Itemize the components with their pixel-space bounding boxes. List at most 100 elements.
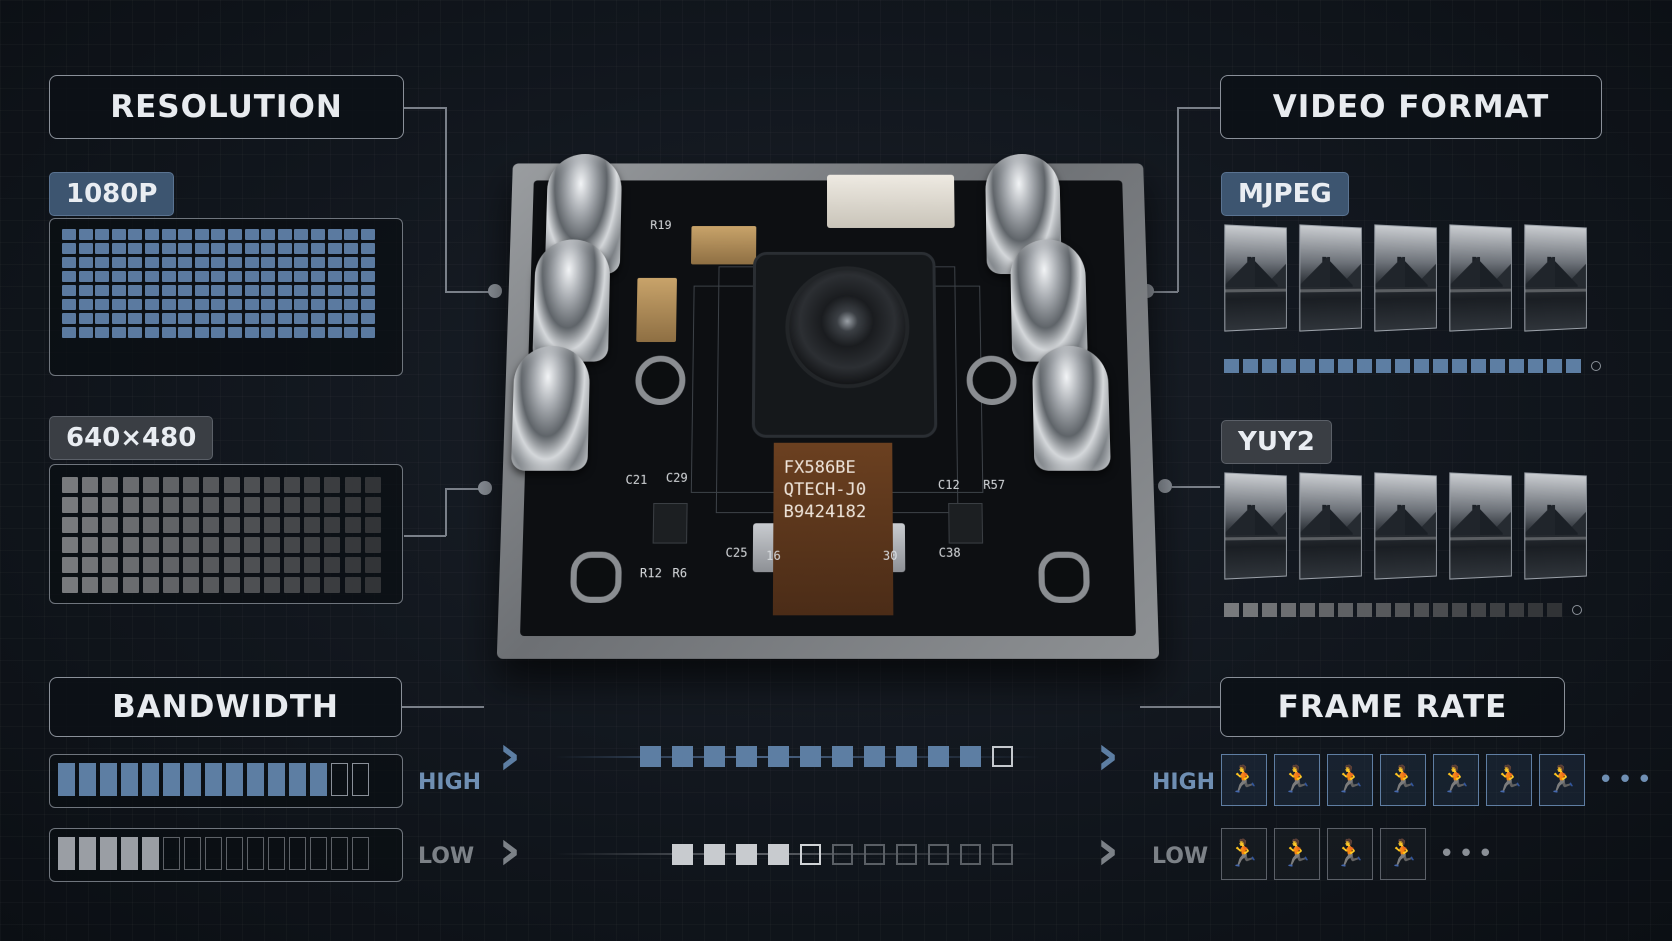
yuy2-tag: YUY2 [1221,420,1332,464]
pixel [79,257,93,268]
ir-led [532,239,610,361]
pixel [361,313,375,324]
stream-cell [1243,359,1258,373]
pixel [79,327,93,338]
silk-label: C38 [939,546,961,560]
silk-label: C21 [625,473,647,487]
bandwidth-cell-empty [268,837,285,870]
pixel [278,243,292,254]
stream-cell [1414,603,1429,617]
pixel [203,577,219,593]
stream-cell [1547,603,1562,617]
stream-cell [1338,359,1353,373]
bandwidth-cell-filled [163,763,180,796]
pixel [162,285,176,296]
stream-cell [1547,359,1562,373]
pixel [203,557,219,573]
pixel [112,299,126,310]
pixel [328,299,342,310]
running-figure-icon: 🏃 [1433,754,1479,806]
pixel [284,517,300,533]
pixel [128,271,142,282]
pixel [261,285,275,296]
mjpeg-frame [1374,224,1437,331]
pixel [261,243,275,254]
pixel [294,327,308,338]
running-figure-icon: 🏃 [1274,828,1320,880]
bandwidth-cell-filled [121,837,138,870]
pixel [143,557,159,573]
pixel [284,577,300,593]
pixel [112,271,126,282]
pixel [278,285,292,296]
running-figure-icon: 🏃 [1380,828,1426,880]
pixel [145,285,159,296]
pixel [211,285,225,296]
bandwidth-cell-filled [100,837,117,870]
pixel [284,497,300,513]
resolution-low-connector-v [445,488,447,536]
pixel [245,327,259,338]
pixel [294,257,308,268]
bandwidth-cell-empty [331,763,348,796]
pixel [328,243,342,254]
pixel [162,257,176,268]
stream-cell [1300,603,1315,617]
pixel [79,313,93,324]
stream-cell [1319,603,1334,617]
pixel [245,299,259,310]
pixel [345,557,361,573]
stream-cell [1509,359,1524,373]
stream-end-ring [1572,605,1582,615]
stream-cell [1262,359,1277,373]
yuy2-frames [1224,474,1589,578]
stream-cell [1243,603,1258,617]
pixel [344,229,358,240]
pixel [123,477,139,493]
pixel [211,243,225,254]
yuy2-frame [1374,472,1437,579]
stream-cell [1452,603,1467,617]
bandwidth-low-bar [49,828,403,882]
pixel [311,285,325,296]
pixel [195,299,209,310]
mounting-hole [966,356,1017,405]
pixel [79,243,93,254]
pixel [143,497,159,513]
pixel [324,517,340,533]
pixel [163,477,179,493]
stream-cell [896,746,917,767]
pixel [211,257,225,268]
resolution-640x480-tag: 640×480 [49,416,213,460]
pixel [102,537,118,553]
stream-cell [1490,603,1505,617]
pixel [128,313,142,324]
silk-label: R19 [650,218,672,231]
pixel [95,243,109,254]
pixel [365,537,381,553]
stream-cell-empty [928,844,949,865]
stream-cell [1395,359,1410,373]
stream-cell [1414,359,1429,373]
pixel [183,577,199,593]
pixel [62,517,78,533]
stream-cell [1471,359,1486,373]
pixel [264,477,280,493]
resolution-connector [404,107,446,109]
pixel [278,229,292,240]
stream-cell [1433,603,1448,617]
pixel [228,313,242,324]
pixel [361,271,375,282]
pixel [328,285,342,296]
bandwidth-cell-filled [205,763,222,796]
pixel [228,271,242,282]
pixel [244,557,260,573]
resolution-connector-v [445,107,447,292]
stream-cell [1528,359,1543,373]
pixel [228,285,242,296]
pixel [123,577,139,593]
pixel [62,497,78,513]
pixel [344,257,358,268]
chip-line: FX586BE [784,457,893,479]
pixel [245,229,259,240]
